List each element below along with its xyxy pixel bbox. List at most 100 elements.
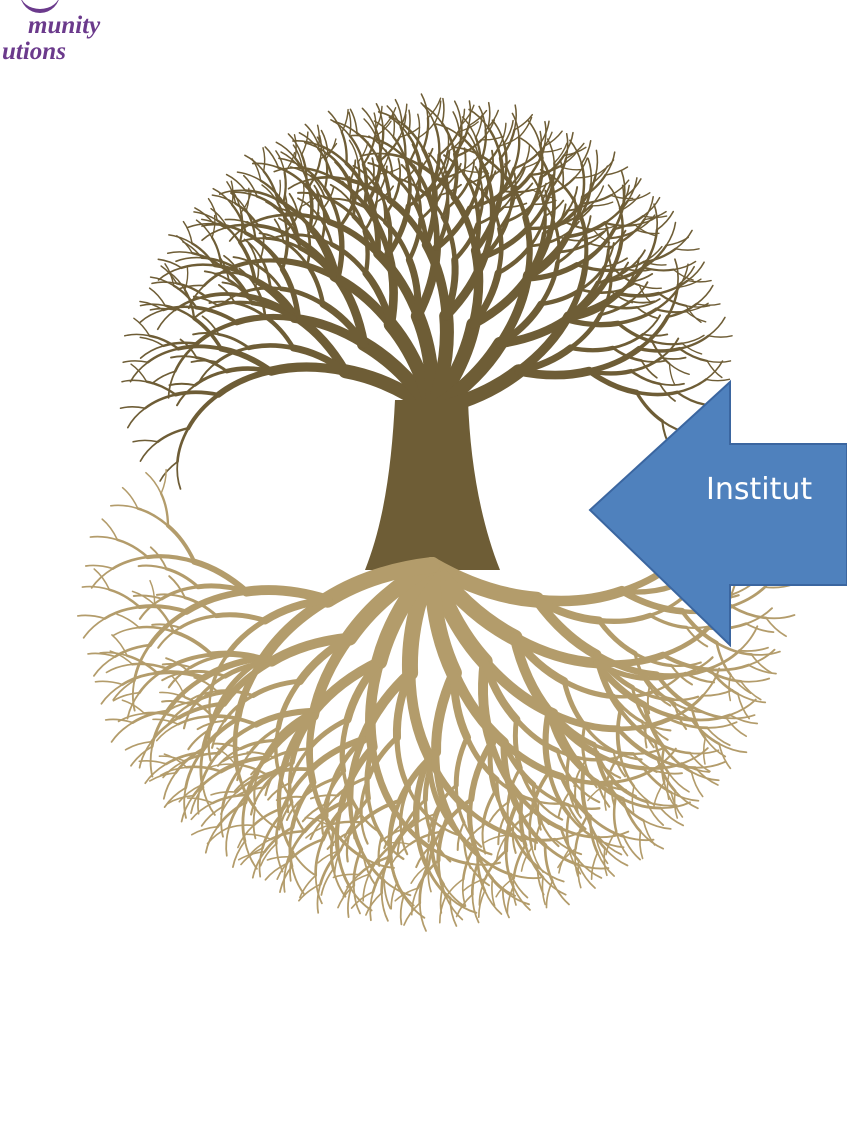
- branch: [643, 216, 666, 217]
- branch: [188, 395, 218, 429]
- root: [164, 773, 176, 799]
- root: [226, 827, 229, 856]
- root: [632, 786, 634, 812]
- branch: [455, 101, 462, 125]
- branch: [238, 172, 261, 181]
- root: [446, 896, 463, 919]
- branch: [680, 336, 709, 349]
- branch: [637, 392, 663, 421]
- branch: [657, 212, 673, 230]
- branch: [637, 392, 678, 394]
- root: [276, 728, 278, 768]
- root: [293, 852, 314, 874]
- trunk: [365, 400, 500, 570]
- root: [525, 845, 543, 877]
- branch: [630, 301, 654, 302]
- root: [640, 831, 643, 858]
- root: [372, 747, 394, 810]
- branch: [697, 286, 713, 304]
- root: [618, 719, 669, 729]
- root: [309, 716, 313, 783]
- branch: [501, 130, 515, 159]
- branch: [249, 345, 293, 348]
- root: [243, 803, 245, 842]
- branch: [350, 136, 364, 165]
- root: [506, 851, 513, 887]
- branch: [686, 306, 709, 307]
- branch: [178, 346, 221, 348]
- root: [613, 770, 652, 782]
- root: [180, 616, 216, 628]
- branch: [150, 288, 166, 306]
- branch: [177, 462, 180, 489]
- root: [290, 828, 292, 867]
- branch: [686, 311, 706, 321]
- root: [740, 648, 769, 651]
- root: [300, 875, 316, 897]
- root: [139, 627, 174, 632]
- branch: [639, 349, 680, 351]
- branch: [582, 164, 585, 197]
- root: [82, 587, 109, 590]
- root: [228, 825, 254, 828]
- branch: [182, 265, 215, 268]
- branch: [145, 395, 175, 409]
- branch: [140, 310, 163, 322]
- branch: [707, 361, 730, 362]
- root: [157, 594, 185, 597]
- branch: [218, 371, 271, 395]
- branch: [514, 137, 519, 168]
- branch: [706, 379, 729, 380]
- root: [211, 792, 237, 795]
- root: [338, 852, 351, 889]
- root: [650, 615, 686, 627]
- branch: [140, 442, 157, 461]
- branch: [504, 144, 507, 177]
- branch: [177, 236, 193, 253]
- branch: [160, 462, 177, 481]
- root: [184, 788, 186, 818]
- root: [139, 761, 166, 764]
- branch: [442, 99, 444, 124]
- branch: [613, 334, 643, 348]
- root: [174, 632, 212, 655]
- root: [420, 867, 427, 903]
- branch: [661, 358, 685, 359]
- branch: [195, 371, 227, 385]
- branch: [206, 294, 249, 296]
- root: [643, 820, 670, 829]
- root: [599, 621, 635, 654]
- root: [96, 681, 123, 684]
- branch: [670, 364, 690, 375]
- branch: [639, 285, 661, 288]
- branch: [122, 380, 147, 381]
- branch: [676, 249, 699, 250]
- branch: [499, 158, 502, 201]
- root: [209, 729, 211, 760]
- branch: [125, 334, 150, 335]
- branch: [169, 384, 195, 385]
- root: [429, 757, 469, 811]
- root: [86, 565, 113, 568]
- branch: [123, 361, 148, 362]
- root: [536, 591, 621, 601]
- branch: [709, 317, 726, 335]
- root: [316, 840, 323, 876]
- left-arrow-icon[interactable]: [590, 382, 847, 645]
- branch: [301, 184, 304, 206]
- branch: [666, 223, 675, 246]
- branch: [544, 131, 562, 146]
- branch: [365, 231, 368, 273]
- root: [138, 509, 168, 526]
- branch: [677, 392, 704, 404]
- branch: [199, 362, 217, 382]
- root: [94, 657, 115, 676]
- root: [749, 650, 775, 665]
- branch: [133, 440, 158, 441]
- root: [397, 738, 408, 788]
- branch: [660, 384, 684, 385]
- branch: [641, 361, 665, 362]
- root: [146, 473, 161, 494]
- branch: [168, 252, 193, 253]
